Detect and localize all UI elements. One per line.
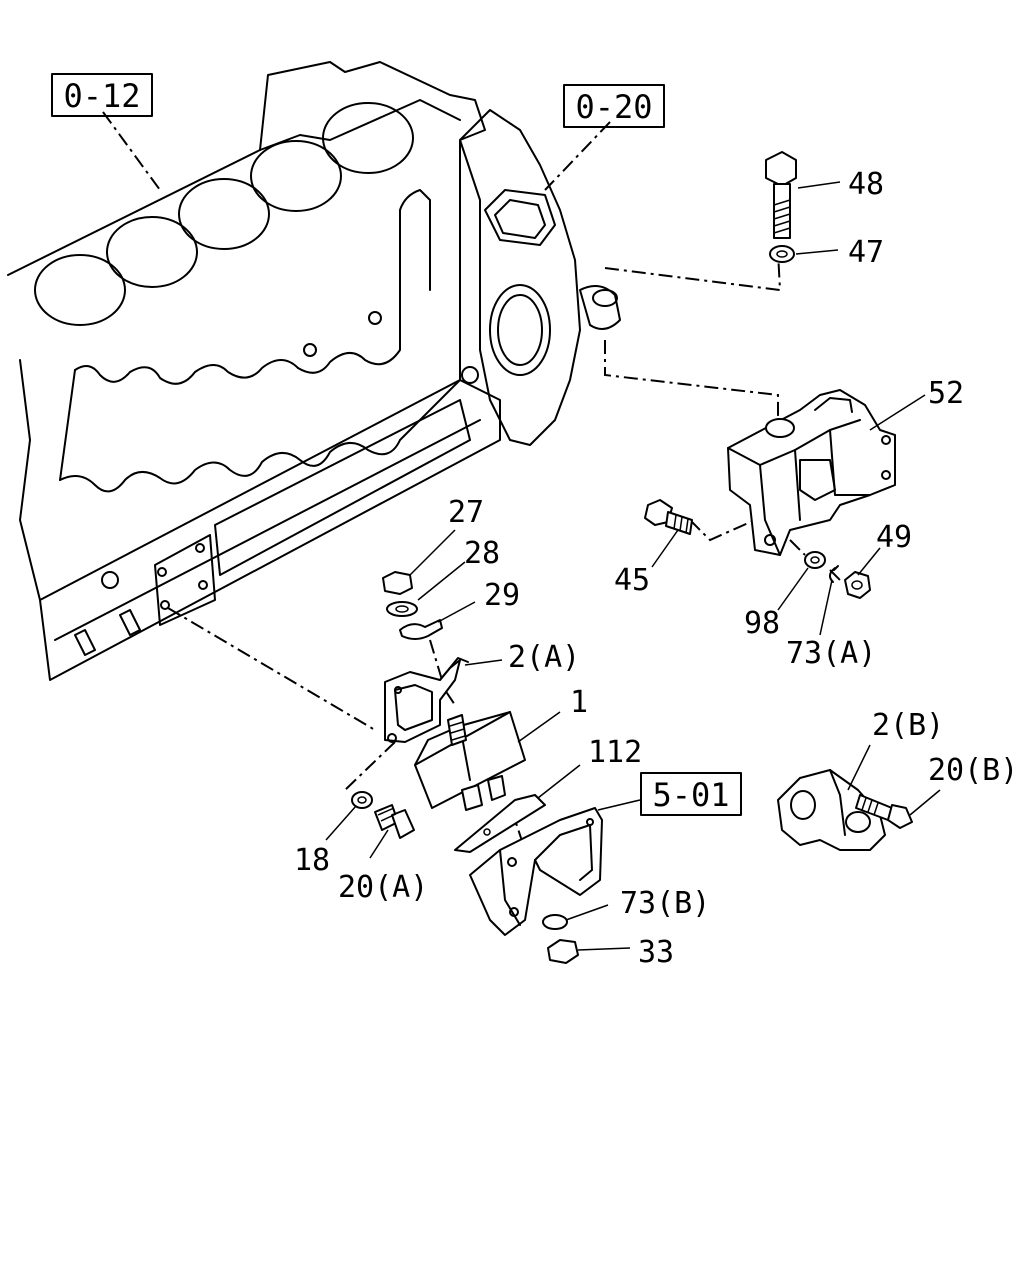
washer-73b-icon: [542, 914, 568, 930]
part-label-18[interactable]: 18: [294, 843, 330, 878]
ref-0-20[interactable]: 0-20: [575, 88, 652, 126]
part-label-112[interactable]: 112: [588, 735, 642, 770]
bolt-20b-icon: [855, 794, 913, 829]
part-label-27[interactable]: 27: [448, 495, 484, 530]
part-label-45[interactable]: 45: [614, 563, 650, 598]
frame-bracket-icon: [469, 807, 603, 936]
part-label-2a[interactable]: 2(A): [508, 640, 580, 675]
bolt-45-icon: [644, 499, 693, 535]
part-label-73b[interactable]: 73(B): [620, 886, 710, 921]
nut-33-icon: [547, 939, 579, 964]
part-label-49[interactable]: 49: [876, 520, 912, 555]
part-label-29[interactable]: 29: [484, 578, 520, 613]
bolt-20a-icon: [374, 804, 415, 839]
part-label-20a[interactable]: 20(A): [338, 870, 428, 905]
ref-0-20-leader: [544, 121, 611, 191]
ref-5-01[interactable]: 5-01: [652, 776, 729, 814]
part-label-48[interactable]: 48: [848, 167, 884, 202]
bracket-52-icon: [727, 389, 896, 556]
ref-5-01-box: [640, 772, 742, 816]
part-label-98[interactable]: 98: [744, 606, 780, 641]
part-label-73a[interactable]: 73(A): [786, 636, 876, 671]
part-label-2b[interactable]: 2(B): [872, 708, 944, 743]
rubber-mount-1-icon: [414, 711, 526, 811]
washer-18-icon: [351, 791, 373, 809]
part-label-1[interactable]: 1: [570, 685, 588, 720]
part-label-20b[interactable]: 20(B): [928, 753, 1018, 788]
washer-98-icon: [804, 551, 826, 569]
ref-0-12-leader: [102, 111, 161, 191]
ref-0-12[interactable]: 0-12: [63, 77, 140, 115]
washer-28-icon: [386, 601, 418, 617]
leader-lines: [102, 111, 841, 851]
part-label-28[interactable]: 28: [464, 536, 500, 571]
part-label-33[interactable]: 33: [638, 935, 674, 970]
washer-47-icon: [769, 245, 795, 263]
ref-0-12-box: [51, 73, 153, 117]
part-label-47[interactable]: 47: [848, 235, 884, 270]
washer-29-icon: [399, 619, 443, 640]
bracket-2a-icon: [384, 657, 469, 743]
bolt-48-icon: [765, 151, 797, 239]
nut-27-icon: [382, 571, 413, 595]
bracket-2b-icon: [777, 769, 886, 851]
part-label-52[interactable]: 52: [928, 376, 964, 411]
label-leaders: [325, 181, 941, 951]
shim-112-icon: [454, 794, 546, 853]
ref-0-20-box: [563, 84, 665, 128]
nut-49-icon: [844, 571, 871, 599]
engine-block: [7, 61, 621, 681]
